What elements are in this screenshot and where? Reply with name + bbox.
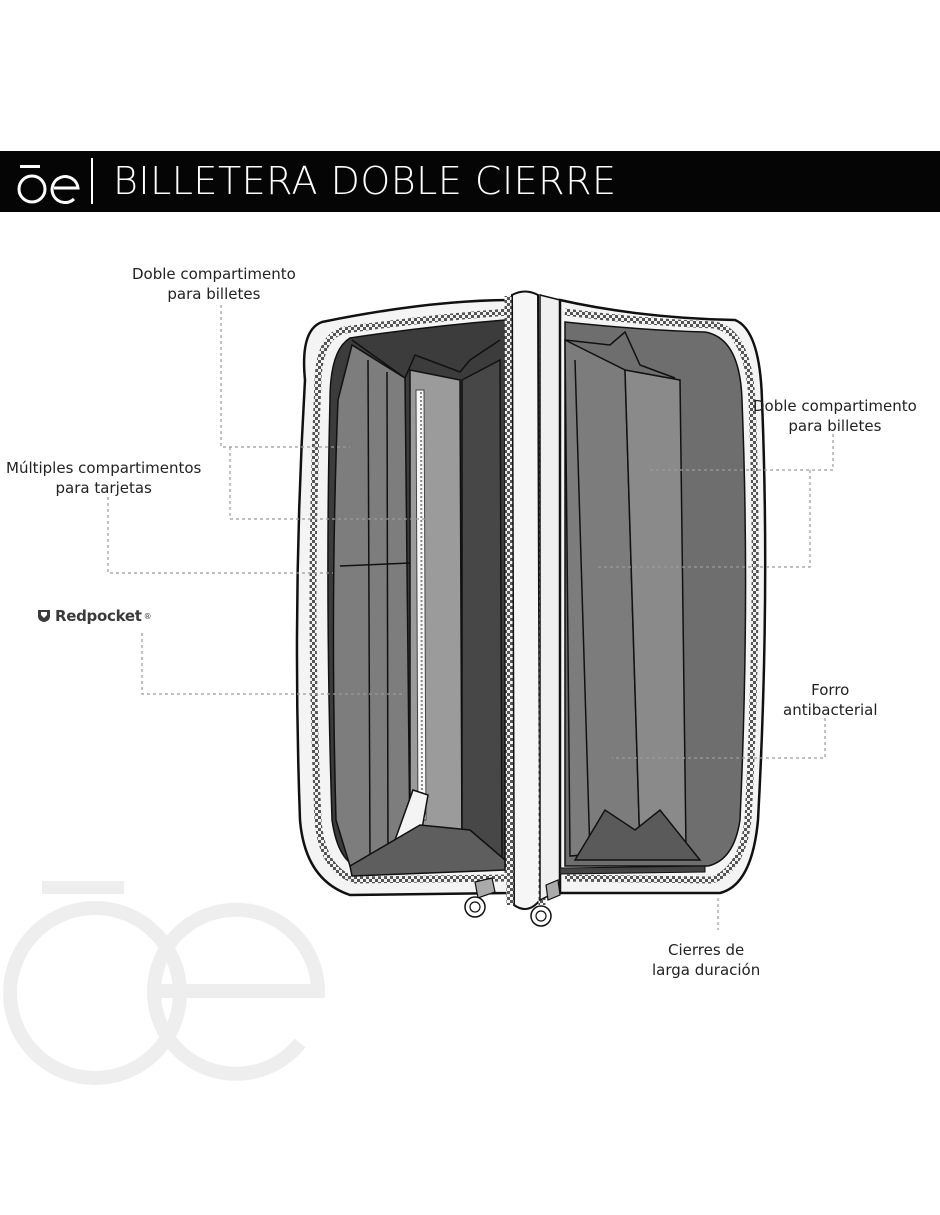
redpocket-logo: Redpocket ®	[37, 604, 152, 628]
callout-zippers: Cierres de larga duración	[652, 940, 760, 980]
callout-line: para billetes	[167, 285, 261, 303]
shield-icon	[38, 610, 50, 622]
callout-line: larga duración	[652, 961, 761, 979]
redpocket-wordmark: Redpocket	[55, 607, 142, 625]
callout-card-slots: Múltiples compartimentos para tarjetas	[6, 458, 201, 498]
callout-line: Doble compartimento	[753, 397, 917, 415]
callout-line: Múltiples compartimentos	[6, 459, 202, 477]
leader-card-slots	[107, 497, 333, 574]
leader-right-bills-2	[598, 470, 811, 568]
header-bar: BILLETERA DOBLE CIERRE	[0, 151, 940, 212]
leader-left-bills-2	[229, 447, 455, 520]
leader-lining	[612, 718, 826, 759]
callout-line: para billetes	[788, 417, 882, 435]
callout-right-bill-compartment: Doble compartimento para billetes	[753, 396, 917, 436]
registered-mark: ®	[143, 611, 152, 621]
brand-watermark-icon	[3, 881, 326, 1085]
leader-redpocket	[141, 633, 405, 695]
brand-divider	[91, 158, 93, 204]
callout-line: Forro	[811, 681, 850, 699]
leader-right-bills	[650, 434, 834, 471]
callout-line: Cierres de	[668, 941, 745, 959]
callout-left-bill-compartment: Doble compartimento para billetes	[132, 264, 296, 304]
callout-lining: Forro antibacterial	[783, 680, 878, 720]
wallet-left-half	[295, 298, 514, 918]
callout-line: Doble compartimento	[132, 265, 296, 283]
callout-line: antibacterial	[783, 701, 878, 719]
page-title: BILLETERA DOBLE CIERRE	[113, 159, 617, 203]
wallet-right-half	[530, 298, 767, 927]
brand-logo-icon	[17, 165, 80, 204]
wallet-center-gusset	[504, 290, 561, 910]
leader-left-bills	[220, 305, 350, 448]
leader-lines	[107, 305, 834, 930]
callout-line: para tarjetas	[55, 479, 152, 497]
